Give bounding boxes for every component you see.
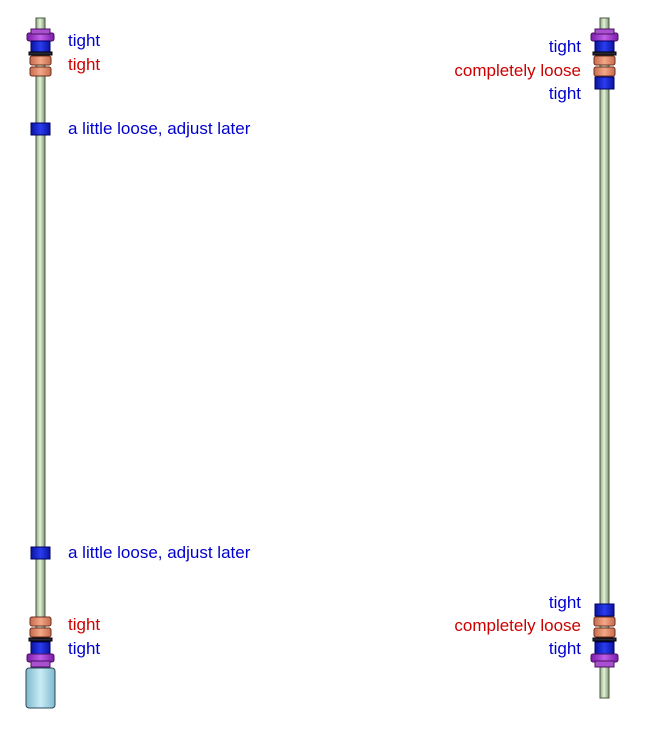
left-top-blue-collar [30,40,51,53]
left-rod-shaft [35,17,46,671]
left-bottom-salmon-ring-2 [29,627,52,638]
right-bottom-purple-hub [594,660,615,668]
left-top-purple-hub [30,28,51,35]
left-label-lower-loose: a little loose, adjust later [68,543,251,562]
right-label-top-blue: tight [548,84,581,103]
right-top-dark-washer [592,51,617,56]
left-bottom-blue-collar [30,641,51,655]
right-top-salmon-ring [593,55,616,66]
left-label-upper-loose: a little loose, adjust later [68,119,251,138]
left-rod-assembly [25,17,56,709]
right-top-blue-collar [594,40,615,53]
left-label-top-purple: tight [68,31,101,50]
right-label-top-salmon: completely loose [454,61,581,80]
left-bottom-purple-hub [30,660,51,668]
right-bottom-salmon-ring-2 [593,627,616,638]
right-label-bottom-upper-blue: tight [548,593,581,612]
right-top-purple-hub [594,28,615,35]
right-label-bottom-blue: tight [548,639,581,658]
left-bottom-dark-washer [28,637,53,642]
right-bottom-upper-blue-collar [594,603,615,617]
left-lower-loose-collar [30,546,51,560]
right-top-lower-blue-collar [594,76,615,90]
right-bottom-dark-washer [592,637,617,642]
right-rod-shaft [599,17,610,699]
right-top-salmon-ring-2 [593,66,616,77]
left-top-salmon-ring-2 [29,66,52,77]
left-bottom-salmon-ring [29,616,52,627]
left-label-top-salmon: tight [68,55,101,74]
right-bottom-blue-collar [594,641,615,655]
right-label-top-purple: tight [548,37,581,56]
left-label-bottom-salmon: tight [68,615,101,634]
left-top-dark-washer [28,51,53,56]
left-top-salmon-ring [29,55,52,66]
left-upper-loose-collar [30,122,51,136]
right-rod-assembly [590,17,619,699]
right-bottom-salmon-ring [593,616,616,627]
left-label-bottom-blue: tight [68,639,101,658]
right-label-bottom-salmon: completely loose [454,616,581,635]
left-bottom-cylinder [25,667,56,709]
